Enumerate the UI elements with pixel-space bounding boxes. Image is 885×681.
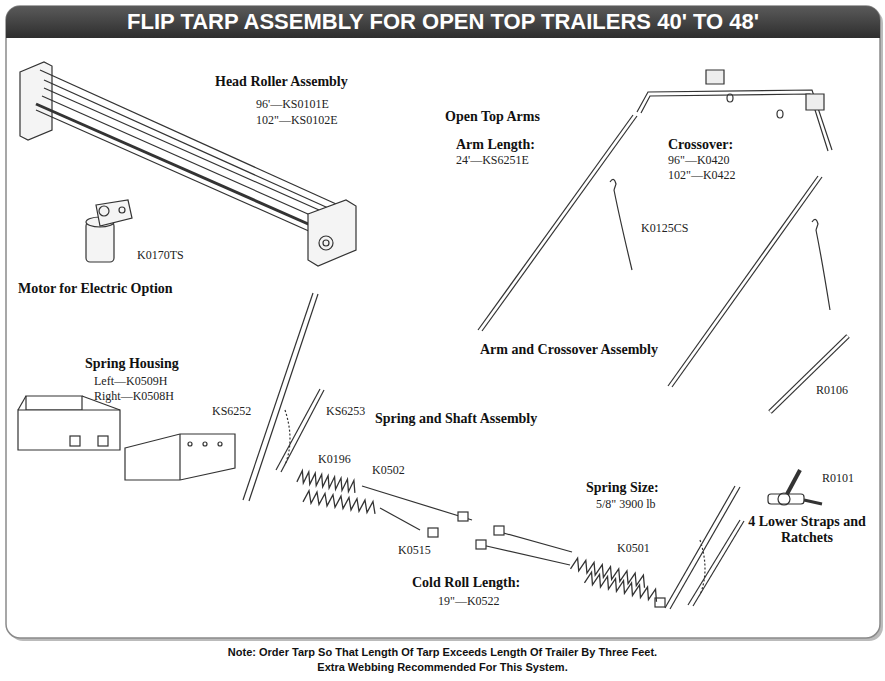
head-roller bbox=[20, 62, 356, 266]
coil-spring bbox=[303, 491, 375, 514]
part-number: 24'—KS6251E bbox=[456, 153, 529, 168]
group-heading: Motor for Electric Option bbox=[18, 281, 173, 297]
group-heading: Arm Length: bbox=[456, 137, 535, 153]
part-number: K0501 bbox=[617, 541, 650, 556]
ratchet bbox=[768, 470, 822, 505]
spring-shaft-right bbox=[476, 486, 744, 609]
coil-spring bbox=[584, 572, 656, 602]
note: Extra Webbing Recommended For This Syste… bbox=[0, 660, 885, 674]
part-number: Left—K0509H bbox=[94, 374, 167, 389]
part-number: KS6253 bbox=[326, 404, 365, 419]
group-heading: Spring Housing bbox=[85, 356, 179, 372]
part-number: 96'—KS0101E bbox=[256, 97, 329, 112]
frame bbox=[6, 6, 880, 638]
group-heading: Crossover: bbox=[668, 137, 733, 153]
part-number: 102"—KS0102E bbox=[256, 113, 338, 128]
group-heading: Spring and Shaft Assembly bbox=[375, 411, 537, 427]
group-heading: Arm and Crossover Assembly bbox=[480, 342, 658, 358]
part-number: 96"—K0420 bbox=[668, 153, 730, 168]
part-number: 19"—K0522 bbox=[438, 594, 500, 609]
part-number: 5/8" 3900 lb bbox=[596, 497, 656, 512]
motor bbox=[86, 200, 132, 262]
part-number: 102"—K0422 bbox=[668, 168, 736, 183]
part-number: K0170TS bbox=[137, 248, 184, 263]
group-heading: Cold Roll Length: bbox=[412, 575, 520, 591]
group-heading: Open Top Arms bbox=[445, 109, 540, 125]
group-heading: Head Roller Assembly bbox=[215, 74, 348, 90]
coil-spring bbox=[297, 471, 355, 493]
title: FLIP TARP ASSEMBLY FOR OPEN TOP TRAILERS… bbox=[6, 9, 880, 35]
part-number: K0125CS bbox=[641, 221, 688, 236]
group-heading: 4 Lower Straps and Ratchets bbox=[748, 514, 866, 546]
spring-housing bbox=[18, 396, 235, 480]
part-number: KS6252 bbox=[212, 404, 251, 419]
part-number: R0106 bbox=[816, 383, 848, 398]
title-banner bbox=[6, 6, 880, 38]
part-number: K0196 bbox=[318, 452, 351, 467]
caption: Note: Order Tarp So That Length Of Tarp … bbox=[0, 645, 885, 659]
part-number: R0101 bbox=[822, 471, 854, 486]
group-heading: Spring Size: bbox=[586, 480, 659, 496]
part-number: Right—K0508H bbox=[94, 389, 174, 404]
part-number: K0502 bbox=[372, 463, 405, 478]
part-number: K0515 bbox=[398, 543, 431, 558]
